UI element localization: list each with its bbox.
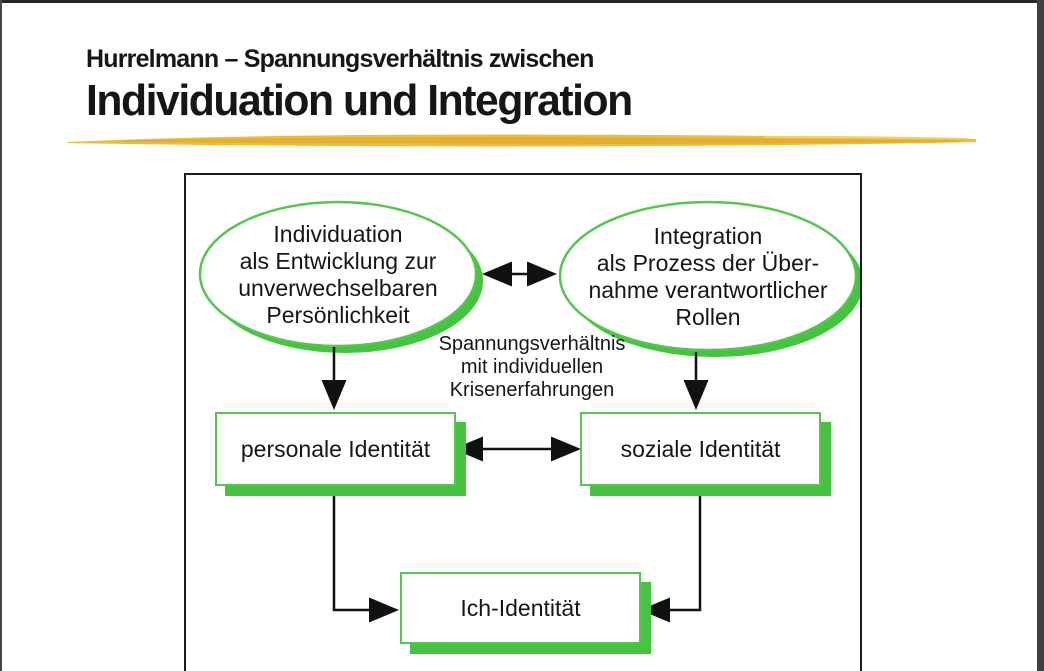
scan-edge-right xyxy=(1037,0,1044,671)
scan-edge-left xyxy=(0,0,2,671)
box-personale-identitaet: personale Identität xyxy=(215,412,456,486)
title-underline-brush-stroke xyxy=(68,134,976,147)
brush-stroke-highlight xyxy=(764,135,969,139)
arrow-personal-to-ego xyxy=(332,484,399,623)
slide-header: Hurrelmann – Spannungsverhältnis zwische… xyxy=(86,44,986,126)
ellipse-integration-body xyxy=(558,200,858,352)
tension-note: Spannungsverhältnis mit individuellen Kr… xyxy=(438,333,626,401)
ellipse-individuation-label: Individuation als Entwicklung zur unverw… xyxy=(238,221,438,328)
scan-edge-top xyxy=(0,0,1044,3)
ellipse-individuation xyxy=(198,200,483,353)
ellipse-individuation-body xyxy=(198,200,478,348)
box-personale-identitaet-label: personale Identität xyxy=(240,435,431,462)
diagram-graphics xyxy=(198,200,860,623)
ellipse-integration-label: Integration als Prozess der Über- nahme … xyxy=(588,223,828,330)
box-soziale-identitaet: soziale Identität xyxy=(580,412,821,486)
box-ich-identitaet-label: Ich-Identität xyxy=(460,594,581,621)
slide-title: Individuation und Integration xyxy=(86,76,633,125)
box-ich-identitaet: Ich-Identität xyxy=(400,572,641,644)
arrow-social-to-ego xyxy=(640,484,702,623)
slide-supertitle: Hurrelmann – Spannungsverhältnis zwische… xyxy=(86,45,594,73)
diagram-frame: Individuation als Entwicklung zur unverw… xyxy=(184,173,862,671)
box-soziale-identitaet-label: soziale Identität xyxy=(620,435,781,462)
brush-stroke-core xyxy=(124,137,962,144)
ellipse-integration xyxy=(558,200,860,357)
